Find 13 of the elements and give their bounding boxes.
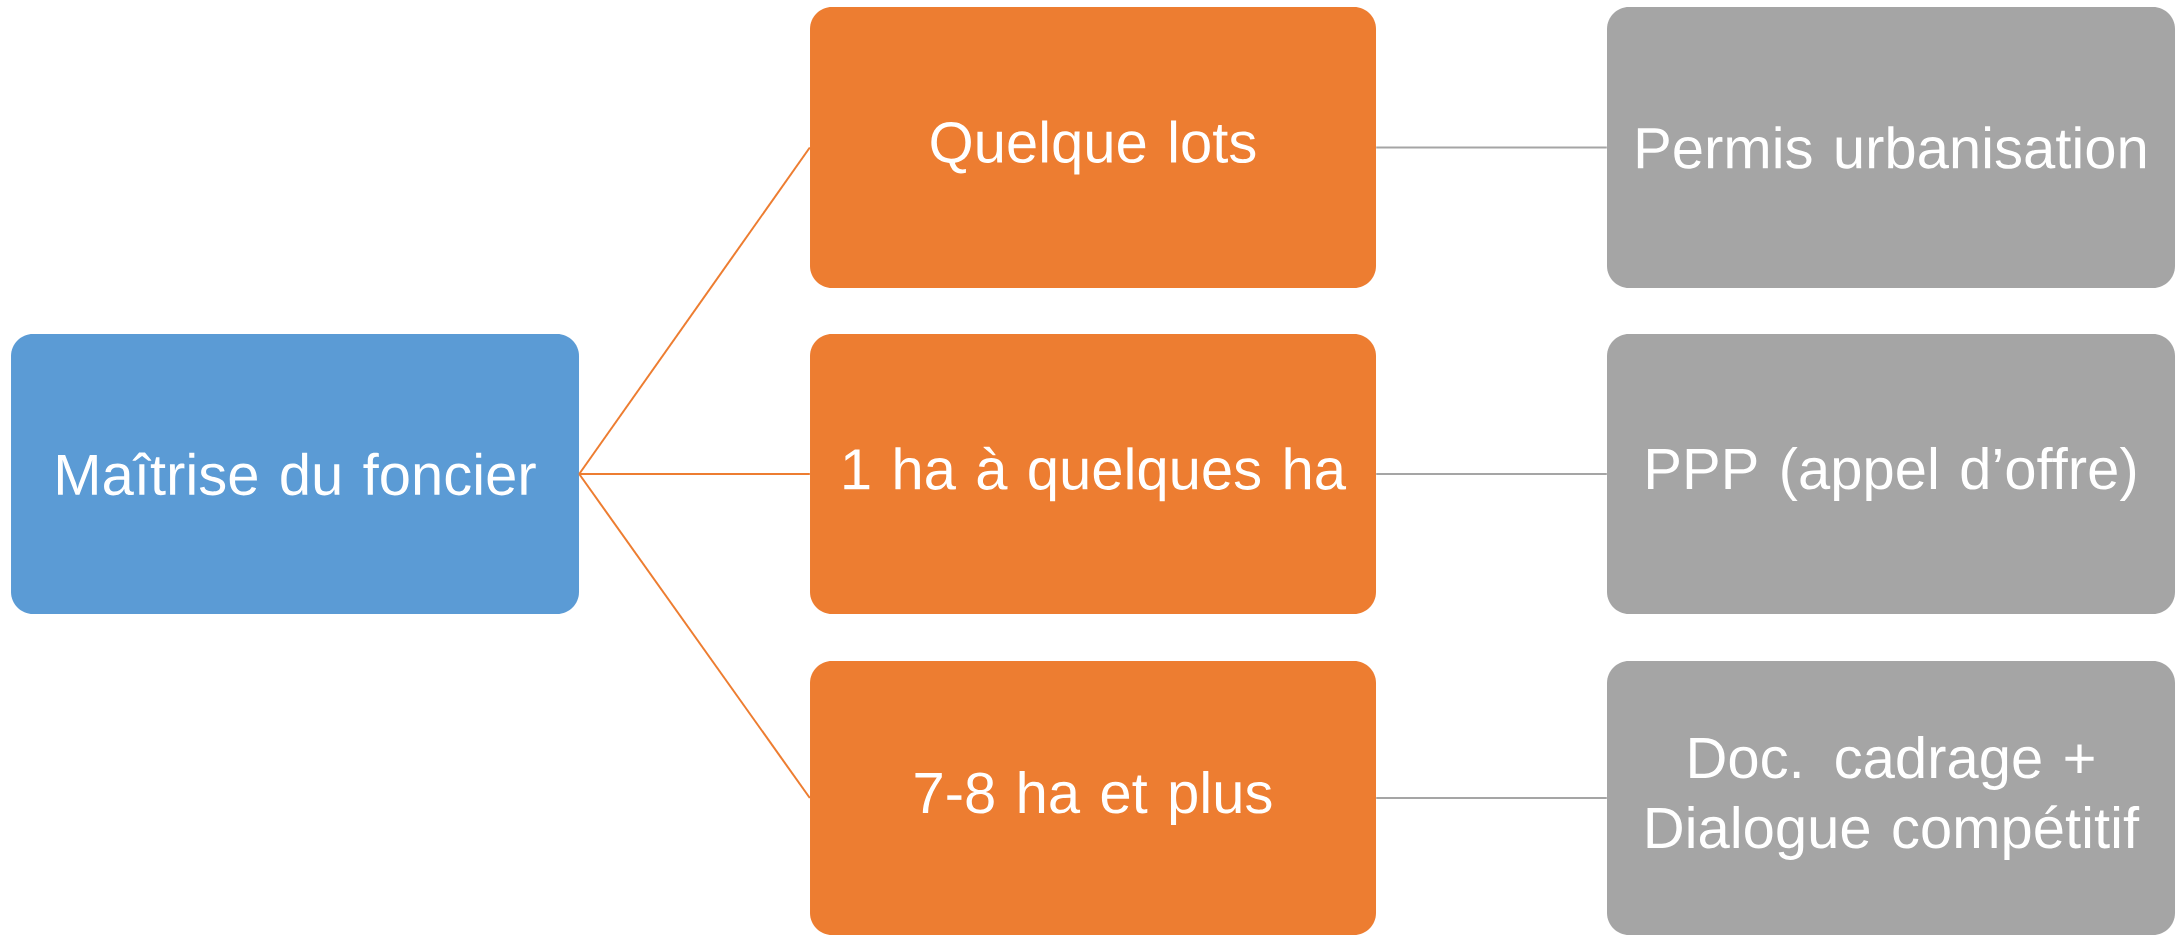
procedure-box: Doc. cadrage + Dialogue compétitif	[1607, 661, 2175, 935]
connector-line	[1375, 797, 1608, 799]
procedure-box: Permis urbanisation	[1607, 7, 2175, 288]
connector-line	[578, 473, 811, 475]
procedure-box: PPP (appel d’offre)	[1607, 334, 2175, 614]
connector-line	[1375, 146, 1608, 149]
connector-line	[578, 146, 811, 475]
category-box: 1 ha à quelques ha	[810, 334, 1376, 614]
category-box: 7-8 ha et plus	[810, 661, 1376, 935]
connector-line	[1375, 473, 1608, 475]
category-box: Quelque lots	[810, 7, 1376, 288]
root-box: Maîtrise du foncier	[11, 334, 579, 614]
connector-line	[578, 473, 811, 799]
